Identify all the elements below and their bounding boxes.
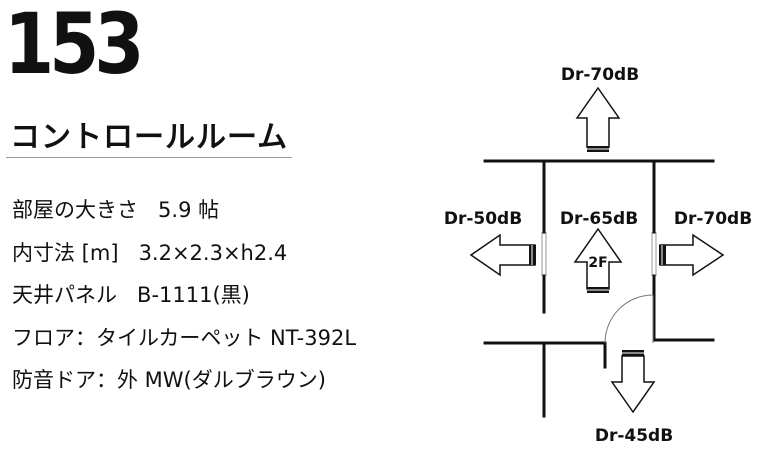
door-label-top: Dr-70dB (561, 65, 639, 85)
spec-value: 3.2×2.3×h2.4 (138, 240, 288, 265)
spec-floor: フロア：タイルカーペット NT-392L (12, 324, 356, 352)
spec-soundproof-door: 防音ドア：外 MW(ダルブラウン) (12, 366, 356, 394)
door-swing-arc (604, 294, 654, 344)
door-label-center: Dr-65dB (560, 209, 638, 229)
spec-label: 防音ドア：外 MW(ダルブラウン) (12, 368, 326, 393)
spec-label: フロア：タイルカーペット NT-392L (12, 325, 357, 350)
divider (6, 157, 292, 158)
spec-room-size: 部屋の大きさ 5.9 帖 (12, 196, 356, 224)
door-label-right: Dr-70dB (674, 209, 752, 229)
room-number: 153 (4, 0, 144, 93)
spec-label: 天井パネル (12, 283, 117, 308)
spec-inner-dimensions: 内寸法 [m] 3.2×2.3×h2.4 (12, 239, 356, 267)
door-label-left: Dr-50dB (444, 209, 522, 229)
room-name: コントロールルーム (10, 120, 289, 155)
arrow-right-icon (659, 233, 725, 277)
door-label-bottom: Dr-45dB (595, 426, 673, 446)
arrow-up-icon (575, 86, 621, 148)
spec-value: 5.9 帖 (158, 198, 220, 222)
spec-ceiling-panel: 天井パネル B-1111(黒) (12, 281, 356, 309)
spec-list: 部屋の大きさ 5.9 帖 内寸法 [m] 3.2×2.3×h2.4 天井パネル … (12, 196, 356, 409)
spec-value: B-1111(黒) (137, 283, 250, 308)
arrow-down-icon (610, 355, 656, 414)
spec-label: 部屋の大きさ (12, 198, 138, 222)
arrow-left-icon (469, 233, 536, 277)
spec-label: 内寸法 [m] (12, 240, 119, 265)
floor-label: 2F (588, 255, 607, 271)
